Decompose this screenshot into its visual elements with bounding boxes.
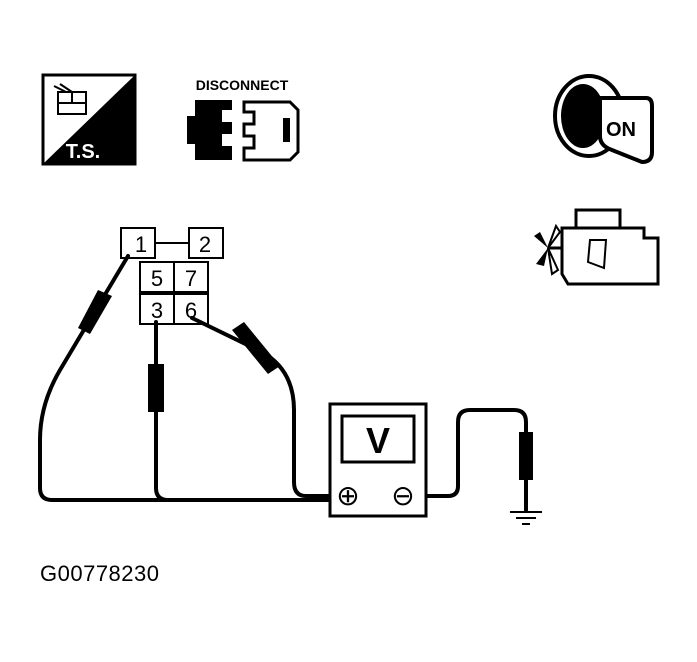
ignition-key-on-icon: ON [553,74,654,165]
terminal-2-label: 2 [199,232,211,257]
connector-test-symbol-icon: T.S. [41,73,137,166]
terminal-7-label: 7 [185,266,197,291]
terminal-5: 5 [139,261,175,293]
terminal-6-label: 6 [185,298,197,323]
terminal-5-label: 5 [151,266,163,291]
ignition-on-label: ON [606,119,636,141]
terminal-3: 3 [139,293,175,325]
test-leads [38,254,528,512]
terminal-2: 2 [188,227,224,259]
figure-id: G00778230 [40,561,160,586]
probe-handles [78,290,533,480]
harness-connector: 1 2 5 7 3 6 [120,227,224,325]
terminal-3-label: 3 [151,298,163,323]
disconnect-connector-icon: DISCONNECT [187,77,300,162]
terminal-1-label: 1 [135,232,147,257]
ground-symbol [510,511,542,525]
disconnect-label: DISCONNECT [196,77,289,93]
positive-terminal: ⊕ [336,480,359,511]
terminal-1: 1 [120,227,156,259]
negative-terminal: ⊖ [391,480,414,511]
engine-off-icon [534,208,660,286]
terminal-7: 7 [173,261,209,293]
voltmeter-display: V [366,420,390,461]
test-symbol-label: T.S. [66,141,100,163]
voltmeter: V ⊕ ⊖ [328,402,428,518]
